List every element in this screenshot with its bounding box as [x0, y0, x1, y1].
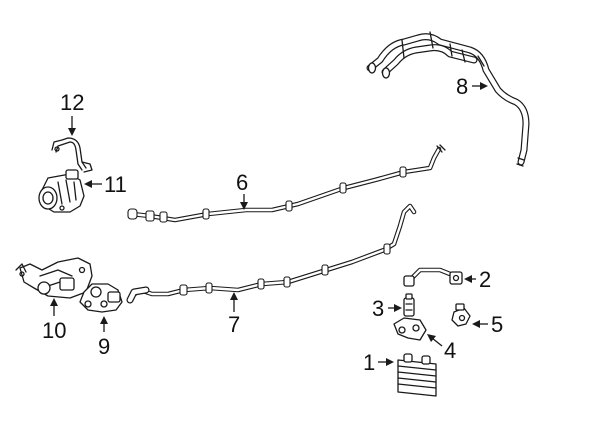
- callout-4: 4: [444, 338, 456, 363]
- part-2-sensor: [403, 267, 463, 287]
- callout-5: 5: [491, 312, 503, 337]
- part-3-sensor: [403, 293, 415, 317]
- part-8-hose: [366, 31, 530, 167]
- callout-9: 9: [98, 334, 110, 359]
- callout-8: 8: [456, 74, 468, 99]
- callout-labels: 12 11 6 8 10 9 7 2 3 5 4 1: [42, 74, 503, 375]
- part-1-cooler: [397, 353, 437, 397]
- callout-2: 2: [479, 267, 491, 292]
- callout-3: 3: [372, 296, 384, 321]
- callout-7: 7: [228, 312, 240, 337]
- part-6-line: [127, 144, 446, 223]
- callout-12: 12: [60, 90, 84, 115]
- part-12-bracket: [51, 137, 93, 173]
- part-7-line: [126, 203, 417, 304]
- part-11-pump: [38, 169, 85, 213]
- part-5-sensor: [451, 303, 471, 327]
- callout-leaders: [50, 82, 488, 366]
- part-10-pump: [15, 257, 93, 299]
- part-4-bracket: [393, 317, 427, 341]
- callout-10: 10: [42, 318, 66, 343]
- callout-1: 1: [363, 350, 375, 375]
- callout-6: 6: [236, 170, 248, 195]
- callout-11: 11: [104, 172, 127, 197]
- part-9-valve: [79, 283, 123, 313]
